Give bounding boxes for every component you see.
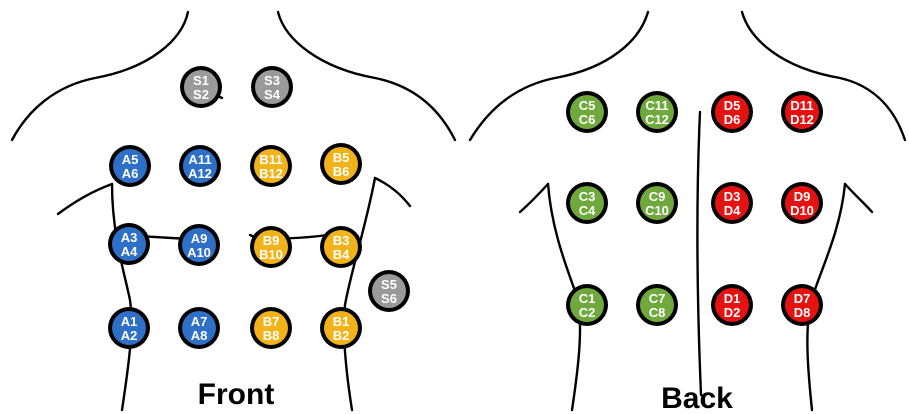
electrode-label-bottom: A12 [188,166,212,181]
electrode-label-top: A9 [191,231,208,246]
electrode-label-bottom: C2 [579,305,596,320]
electrode-label-top: B3 [333,233,350,248]
electrode-label-bottom: S6 [381,291,397,306]
electrode-label-bottom: A2 [121,328,138,343]
front-torso-outline [12,12,455,410]
front-title: Front [198,378,275,411]
electrode-label-top: S5 [381,277,397,292]
electrode-label-bottom: B10 [259,247,283,262]
electrode-label-bottom: D6 [724,112,741,127]
electrode-label-top: S1 [193,73,209,88]
electrode-label-top: A5 [122,152,139,167]
electrode-label-top: C11 [645,98,668,113]
electrode-label-top: C1 [579,291,596,306]
electrode-label-bottom: C8 [649,305,666,320]
electrode-label-top: D9 [794,189,811,204]
electrode-label-bottom: C6 [579,112,596,127]
electrode-label-top: A3 [121,230,138,245]
electrode-label-top: B9 [263,233,280,248]
electrode-label-bottom: B8 [263,328,280,343]
electrode-label-top: B11 [259,152,282,167]
electrode-label-bottom: B2 [333,328,350,343]
electrode-label-bottom: A4 [121,244,138,259]
electrode-label-bottom: D10 [790,203,814,218]
electrode-label-bottom: A8 [191,328,208,343]
electrode-label-top: C5 [579,98,596,113]
electrode-label-bottom: A10 [187,245,211,260]
electrode-label-bottom: D2 [724,305,741,320]
electrode-label-bottom: C10 [645,203,669,218]
electrode-label-top: C3 [579,189,596,204]
electrode-label-bottom: D4 [724,203,741,218]
electrode-label-bottom: S2 [193,87,209,102]
electrode-label-bottom: A6 [122,166,139,181]
electrode-label-top: D5 [724,98,741,113]
electrode-label-top: S3 [264,73,280,88]
electrodes-layer: S1S2S3S4A5A6A11A12B11B12B5B6A3A4A9A10B9B… [108,66,823,349]
electrode-label-bottom: B6 [333,164,350,179]
electrode-label-top: B7 [263,314,280,329]
electrode-label-bottom: B4 [333,247,350,262]
electrode-label-bottom: C4 [579,203,596,218]
electrode-label-bottom: C12 [645,112,669,127]
electrode-label-top: A1 [121,314,138,329]
electrode-label-top: B5 [333,150,350,165]
electrode-label-bottom: S4 [264,87,281,102]
back-title: Back [661,382,733,414]
electrode-label-top: C7 [649,291,666,306]
electrode-label-top: C9 [649,189,666,204]
electrode-label-bottom: B12 [259,166,283,181]
electrode-label-top: D7 [794,291,811,306]
electrode-label-top: D3 [724,189,741,204]
electrode-label-top: A7 [191,314,208,329]
electrode-c5-c6: C5C6 [566,91,608,133]
electrode-label-top: A11 [188,152,211,167]
electrode-label-bottom: D12 [790,112,814,127]
electrode-label-bottom: D8 [794,305,811,320]
electrode-label-top: D1 [724,291,741,306]
electrode-label-top: B1 [333,314,350,329]
electrode-label-top: D11 [790,98,813,113]
back-torso-outline [470,12,905,410]
